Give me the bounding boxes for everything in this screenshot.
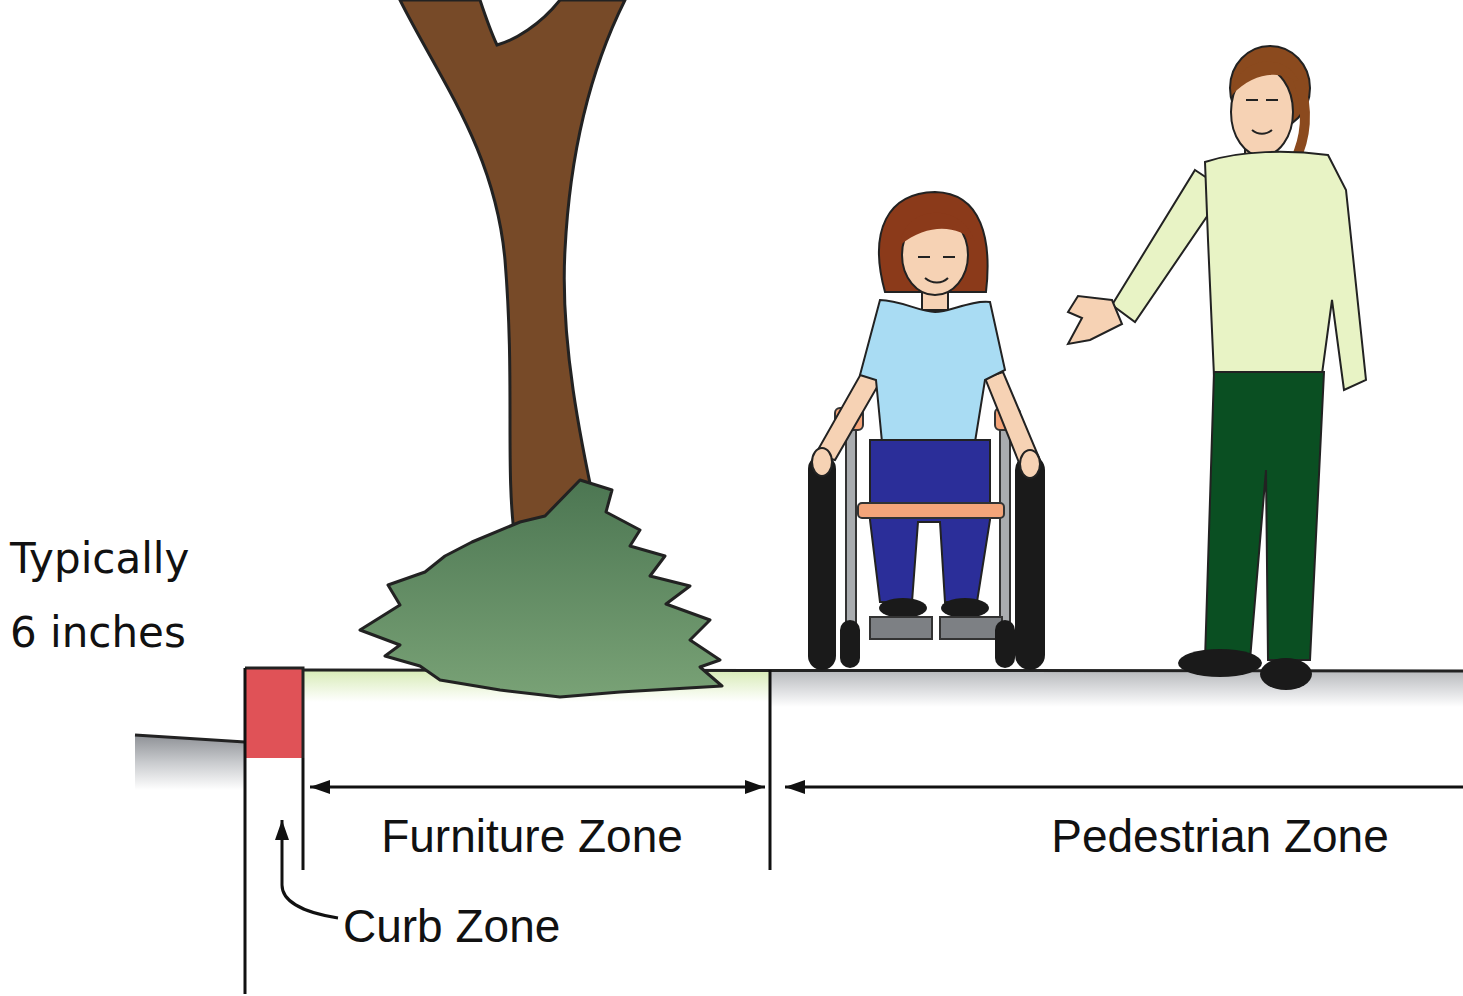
street-surface bbox=[135, 735, 245, 790]
zone-label: Pedestrian Zone bbox=[990, 808, 1450, 864]
hair-fringe bbox=[900, 213, 975, 245]
shoe bbox=[1178, 649, 1262, 677]
caster-wheel bbox=[995, 620, 1015, 668]
hand bbox=[1020, 450, 1040, 478]
hair bbox=[1295, 80, 1305, 160]
dimension-arrow bbox=[310, 786, 765, 789]
zone-divider bbox=[302, 758, 305, 870]
face-features bbox=[918, 257, 955, 283]
leader-line bbox=[282, 885, 338, 918]
zone-label: Furniture Zone bbox=[302, 808, 762, 864]
dimension-note: Typically 6 inches bbox=[10, 522, 225, 670]
hair-fringe bbox=[1232, 62, 1300, 95]
wheelchair-wheel bbox=[1015, 455, 1045, 670]
shirt bbox=[860, 300, 1005, 442]
leader-arrow bbox=[281, 820, 284, 885]
face-features bbox=[1246, 100, 1278, 134]
pants bbox=[1205, 372, 1324, 660]
wheelchair-frame bbox=[846, 415, 856, 625]
curb-block bbox=[245, 668, 303, 758]
pants bbox=[870, 440, 990, 602]
street-edge bbox=[135, 735, 245, 742]
hand bbox=[1068, 296, 1122, 344]
zone-label: Curb Zone bbox=[343, 898, 643, 954]
wheelchair-wheel bbox=[808, 455, 836, 670]
zone-divider bbox=[244, 668, 247, 994]
caster-wheel bbox=[840, 620, 860, 668]
footrest bbox=[940, 617, 1002, 639]
tree-trunk bbox=[400, 0, 625, 540]
shoe bbox=[879, 598, 927, 618]
footrest bbox=[870, 617, 932, 639]
wheelchair-frame bbox=[1000, 415, 1010, 625]
dimension-arrow bbox=[785, 786, 1463, 789]
curb-outline bbox=[245, 668, 303, 758]
shirt bbox=[1205, 152, 1366, 390]
hand bbox=[812, 448, 832, 476]
shoe bbox=[941, 598, 989, 618]
pedestrian-surface bbox=[770, 671, 1463, 707]
wheelchair-seat bbox=[858, 503, 1004, 518]
shrub bbox=[360, 480, 722, 697]
shoe bbox=[1260, 658, 1312, 690]
zone-divider bbox=[769, 670, 772, 870]
